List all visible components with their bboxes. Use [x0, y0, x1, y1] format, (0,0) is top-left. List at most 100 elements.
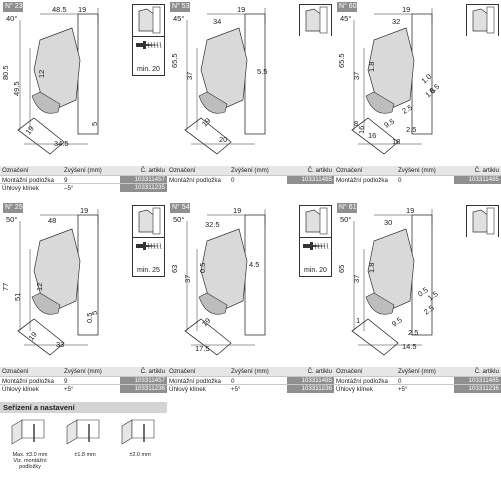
- col-designation: Označení: [169, 167, 196, 174]
- screw-length-label: min. 25: [137, 267, 160, 274]
- col-elevation: Zvýšení (mm): [231, 368, 269, 375]
- dimension-label: 48.5: [52, 5, 67, 14]
- adjustment-label: Max. ±3.0 mm Viz. montážní podložky: [12, 452, 48, 470]
- dimension-label: 12: [35, 283, 44, 291]
- dimension-label: 14.5: [402, 342, 417, 351]
- angle-label: 50°: [173, 215, 185, 224]
- col-designation: Označení: [336, 368, 363, 375]
- dimension-label: 37: [352, 72, 361, 80]
- col-article: Č. artiklu: [474, 167, 499, 174]
- dimension-label: 0.5: [198, 263, 207, 273]
- dimension-label: 37: [183, 275, 192, 283]
- article-number: 103311236: [120, 385, 167, 393]
- angle-label: 45°: [340, 14, 352, 23]
- row-name: Úhlový klínek: [2, 185, 39, 192]
- dimension-label: 65.5: [170, 53, 179, 68]
- article-number: 103311236: [287, 385, 334, 393]
- hinge-icon: [305, 209, 323, 233]
- dimension-label: 2.5: [408, 328, 418, 337]
- thread-line: [150, 242, 153, 250]
- dimension-label: 37: [185, 72, 194, 80]
- angle-label: 50°: [340, 215, 352, 224]
- hinge-cup: [365, 292, 395, 315]
- row-name: Úhlový klínek: [336, 386, 373, 393]
- dimension-label: 34: [213, 17, 221, 26]
- row-value: 0: [398, 176, 402, 184]
- row-value: 0: [398, 377, 402, 385]
- cabinet-side: [244, 214, 266, 336]
- thread-line: [314, 242, 317, 250]
- hinge-thumbnail: [466, 4, 499, 36]
- table-row: Úhlový klínek+5°103311236: [167, 384, 334, 393]
- col-article: Č. artiklu: [140, 167, 165, 174]
- dimension-label: 19: [80, 206, 88, 215]
- panel-icon: [11, 419, 23, 445]
- row-name: Montážní podložka: [2, 176, 54, 184]
- row-value: +5°: [398, 386, 408, 393]
- hinge-icon: [138, 209, 156, 233]
- dimension-label: 51: [13, 293, 22, 301]
- dimension-label: 16: [357, 126, 366, 134]
- dimension-label: 19: [78, 5, 86, 14]
- dimension-label: 1: [356, 316, 360, 325]
- article-number: 103311485: [454, 376, 501, 385]
- panel-icon: [319, 207, 328, 235]
- dimension-label: 16: [368, 131, 376, 140]
- door-icon: [21, 419, 45, 439]
- hinge-thumbnail: [299, 4, 332, 36]
- article-number: 103311485: [287, 175, 334, 184]
- article-number: 103311235: [120, 184, 167, 192]
- col-designation: Označení: [2, 368, 29, 375]
- door-panel: [184, 318, 232, 356]
- hinge-arm: [367, 27, 415, 109]
- dimension-label: 17.5: [195, 344, 210, 353]
- row-value: 9: [64, 176, 68, 184]
- dimension-label: 30: [384, 218, 392, 227]
- dimension-label: 4.5: [249, 260, 259, 269]
- thread-line: [159, 242, 162, 250]
- col-designation: Označení: [2, 167, 29, 174]
- dimension-label: 37: [352, 275, 361, 283]
- screw-requirement-box: min. 20: [299, 237, 332, 277]
- adjustment-label: ±2.0 mm: [129, 452, 151, 458]
- col-elevation: Zvýšení (mm): [64, 368, 102, 375]
- col-designation: Označení: [169, 368, 196, 375]
- row-name: Montážní podložka: [169, 377, 221, 385]
- dimension-label: 12: [37, 70, 46, 78]
- panel-icon: [486, 207, 495, 235]
- panel-icon: [319, 6, 328, 34]
- hinge-thumbnail: [299, 205, 332, 237]
- col-article: Č. artiklu: [474, 368, 499, 375]
- hinge-arm: [33, 228, 81, 310]
- dimension-label: 19: [233, 206, 241, 215]
- dimension-label: 19: [406, 206, 414, 215]
- table-row: Úhlový klínek–5°103311235: [0, 183, 167, 192]
- panel-icon: [152, 207, 161, 235]
- hinge-cup: [31, 91, 61, 114]
- model-number-badge: N° 61: [337, 203, 357, 213]
- row-value: 9: [64, 377, 68, 385]
- thread-line: [326, 242, 329, 250]
- model-number-badge: N° 60: [337, 2, 357, 12]
- door-panel: [184, 117, 232, 155]
- article-number: 103311485: [454, 175, 501, 184]
